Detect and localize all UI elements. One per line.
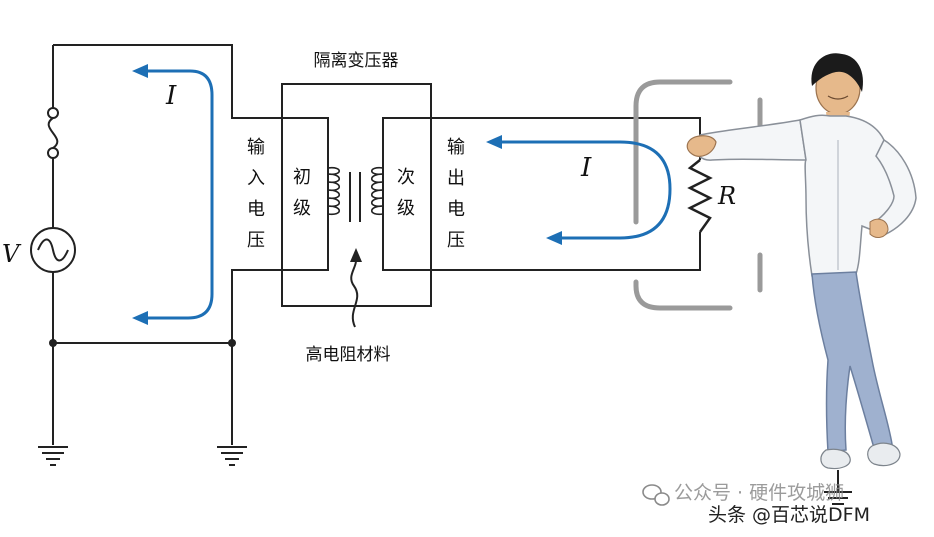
fuse-icon [47, 107, 59, 159]
input-voltage-char: 输 [247, 137, 265, 158]
primary-winding-frame [282, 117, 329, 271]
input-circuit [30, 44, 282, 445]
junction-dot-left [49, 339, 57, 347]
material-pointer-arrow [350, 248, 362, 328]
transformer-enclosure [281, 83, 432, 307]
secondary-char: 级 [397, 198, 415, 219]
output-voltage-label: 输 出 电 压 [447, 137, 465, 251]
secondary-coil-icon [370, 166, 384, 216]
junction-dot-right [228, 339, 236, 347]
watermark-line1: 公众号 · 硬件攻城狮 [674, 482, 844, 504]
current-arrow-right [486, 135, 672, 245]
ground-icon [217, 446, 247, 466]
current-label-right: I [580, 153, 592, 183]
input-voltage-char: 入 [247, 168, 265, 189]
secondary-char: 次 [397, 167, 415, 188]
current-label-left: I [165, 81, 177, 111]
resistor-icon [687, 159, 713, 233]
primary-char: 级 [293, 198, 311, 219]
watermark-line2: 头条 @百芯说DFM [708, 504, 870, 526]
material-label: 高电阻材料 [306, 345, 391, 365]
input-voltage-char: 电 [247, 199, 265, 220]
output-voltage-char: 压 [447, 230, 465, 251]
input-voltage-label: 输 入 电 压 [247, 137, 265, 251]
person-illustration [686, 53, 917, 505]
input-top-wire [53, 44, 282, 119]
output-voltage-char: 出 [447, 168, 465, 189]
shield-outline [633, 79, 763, 311]
hand-icon [686, 135, 717, 157]
secondary-winding-frame [382, 117, 431, 271]
output-voltage-char: 输 [447, 137, 465, 158]
wechat-icon [642, 484, 670, 506]
primary-label: 初 级 [293, 167, 311, 219]
resistor-label: R [717, 182, 736, 210]
current-arrow-left [132, 64, 214, 325]
primary-coil-icon [327, 166, 341, 216]
source-label: V [2, 240, 22, 268]
secondary-label: 次 级 [397, 167, 415, 219]
watermark: 公众号 · 硬件攻城狮 头条 @百芯说DFM [642, 482, 870, 526]
primary-char: 初 [293, 167, 311, 188]
output-voltage-char: 电 [447, 199, 465, 220]
input-bottom-wire [231, 269, 282, 343]
input-voltage-char: 压 [247, 230, 265, 251]
ground-icon [38, 446, 68, 466]
transformer-title: 隔离变压器 [314, 51, 399, 71]
ac-source-icon [30, 227, 76, 273]
